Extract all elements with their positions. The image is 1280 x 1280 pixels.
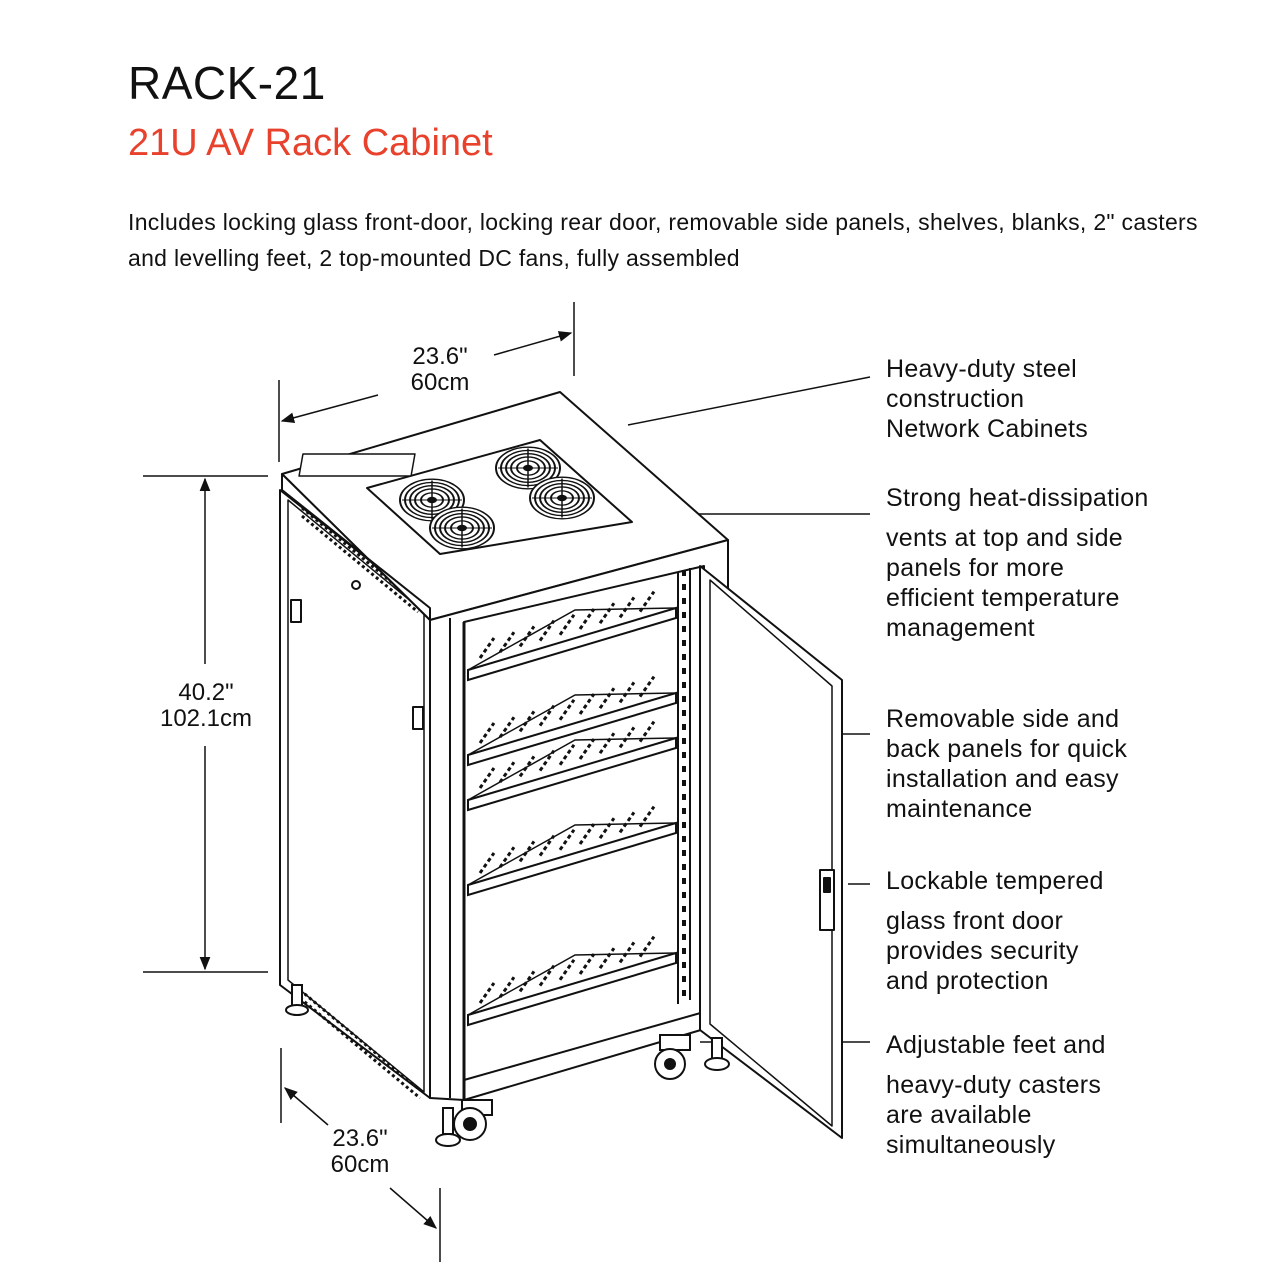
levelling-foot-icon — [285, 984, 309, 1016]
caster-icon — [453, 1099, 493, 1141]
top-width-label: 23.6" 60cm — [390, 344, 490, 396]
height-metric: 102.1cm — [159, 705, 253, 732]
top-width-imperial: 23.6" — [412, 343, 468, 370]
callout-heat-dissipation: Strong heat-dissipation vents at top and… — [886, 484, 1149, 642]
fan-icon — [529, 476, 595, 520]
shelf — [467, 606, 677, 682]
shelf — [467, 736, 677, 812]
feet-and-casters — [285, 984, 730, 1147]
height-imperial: 40.2" — [178, 679, 234, 706]
shelf — [467, 821, 677, 897]
side-handle-icon — [290, 599, 302, 623]
bottom-depth-imperial: 23.6" — [332, 1125, 388, 1152]
levelling-foot-icon — [435, 1107, 461, 1147]
bottom-depth-label: 23.6" 60cm — [310, 1126, 410, 1178]
height-label: 40.2" 102.1cm — [146, 680, 266, 732]
product-title: RACK-21 — [128, 57, 326, 109]
callout-feet-casters: Adjustable feet and heavy-duty casters a… — [886, 1031, 1106, 1159]
levelling-foot-icon — [704, 1037, 730, 1071]
product-subtitle: 21U AV Rack Cabinet — [128, 122, 493, 164]
product-description: Includes locking glass front-door, locki… — [128, 209, 1198, 271]
side-handle-icon — [412, 706, 424, 730]
fan-icon — [429, 506, 495, 550]
shelf — [467, 691, 677, 767]
cabinet-drawing — [279, 391, 729, 1101]
top-width-metric: 60cm — [410, 369, 470, 396]
glass-front-door — [699, 565, 843, 1139]
callout-glass-door: Lockable tempered glass front door provi… — [886, 867, 1104, 995]
side-vents-icon — [299, 506, 421, 1100]
rack-rails — [677, 568, 691, 1004]
caster-icon — [654, 1034, 691, 1080]
shelf — [467, 951, 677, 1027]
callout-steel-construction: Heavy-duty steel construction Network Ca… — [886, 355, 1089, 443]
bottom-depth-metric: 60cm — [330, 1151, 390, 1178]
dimension-lines — [143, 302, 575, 1262]
shelves — [467, 590, 677, 1027]
callout-removable-panels: Removable side and back panels for quick… — [886, 705, 1128, 823]
